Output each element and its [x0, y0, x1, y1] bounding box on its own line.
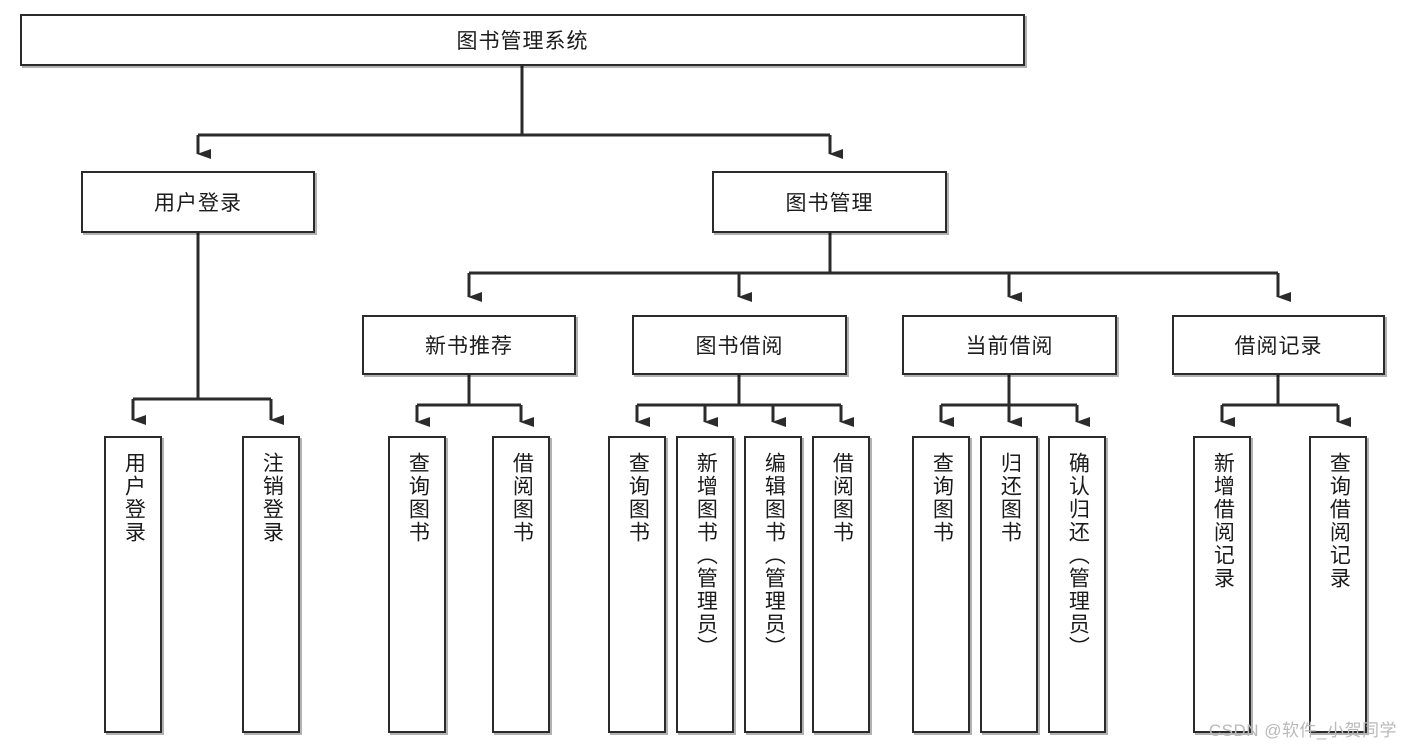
leaf-query-book-recommend-label: 查询图书 — [406, 452, 430, 544]
node-user-login-label: 用户登录 — [154, 192, 242, 215]
leaf-borrow-book-label: 借阅图书 — [830, 452, 854, 544]
leaf-borrow-book-recommend[interactable]: 借阅图书 — [492, 436, 550, 733]
leaf-query-book-current-label: 查询图书 — [930, 452, 954, 544]
leaf-logout-label: 注销登录 — [260, 452, 284, 544]
leaf-query-book-recommend[interactable]: 查询图书 — [388, 436, 446, 733]
leaf-borrow-book[interactable]: 借阅图书 — [812, 436, 870, 733]
leaf-edit-book-admin[interactable]: 编辑图书（管理员） — [744, 436, 802, 733]
leaf-add-book-admin[interactable]: 新增图书（管理员） — [676, 436, 734, 733]
node-new-book-recommend[interactable]: 新书推荐 — [362, 315, 576, 375]
leaf-logout[interactable]: 注销登录 — [242, 436, 300, 733]
node-book-borrow-label: 图书借阅 — [695, 335, 784, 358]
leaf-confirm-return-admin[interactable]: 确认归还（管理员） — [1048, 436, 1106, 733]
node-user-login[interactable]: 用户登录 — [81, 171, 315, 233]
node-borrow-record[interactable]: 借阅记录 — [1172, 315, 1385, 375]
node-current-borrow[interactable]: 当前借阅 — [902, 315, 1117, 375]
leaf-borrow-book-recommend-label: 借阅图书 — [510, 452, 534, 544]
node-book-borrow[interactable]: 图书借阅 — [632, 315, 847, 375]
node-root-label: 图书管理系统 — [456, 30, 589, 53]
node-current-borrow-label: 当前借阅 — [965, 335, 1054, 358]
leaf-return-book-label: 归还图书 — [998, 452, 1022, 544]
leaf-add-borrow-record-label: 新增借阅记录 — [1211, 452, 1235, 590]
leaf-add-borrow-record[interactable]: 新增借阅记录 — [1193, 436, 1251, 733]
node-book-management-label: 图书管理 — [785, 192, 874, 215]
leaf-user-login-label: 用户登录 — [122, 452, 146, 544]
node-new-book-recommend-label: 新书推荐 — [425, 335, 513, 358]
node-root[interactable]: 图书管理系统 — [20, 14, 1025, 66]
leaf-user-login[interactable]: 用户登录 — [104, 436, 162, 733]
node-book-management[interactable]: 图书管理 — [712, 171, 947, 233]
leaf-query-book-borrow-label: 查询图书 — [626, 452, 650, 544]
leaf-add-book-admin-label: 新增图书（管理员） — [694, 452, 718, 659]
node-borrow-record-label: 借阅记录 — [1234, 335, 1323, 358]
leaf-edit-book-admin-label: 编辑图书（管理员） — [762, 452, 786, 659]
leaf-query-book-current[interactable]: 查询图书 — [912, 436, 970, 733]
leaf-query-borrow-record-label: 查询借阅记录 — [1327, 452, 1351, 590]
leaf-confirm-return-admin-label: 确认归还（管理员） — [1066, 452, 1090, 659]
leaf-query-book-borrow[interactable]: 查询图书 — [608, 436, 666, 733]
leaf-return-book[interactable]: 归还图书 — [980, 436, 1038, 733]
leaf-query-borrow-record[interactable]: 查询借阅记录 — [1309, 436, 1367, 733]
